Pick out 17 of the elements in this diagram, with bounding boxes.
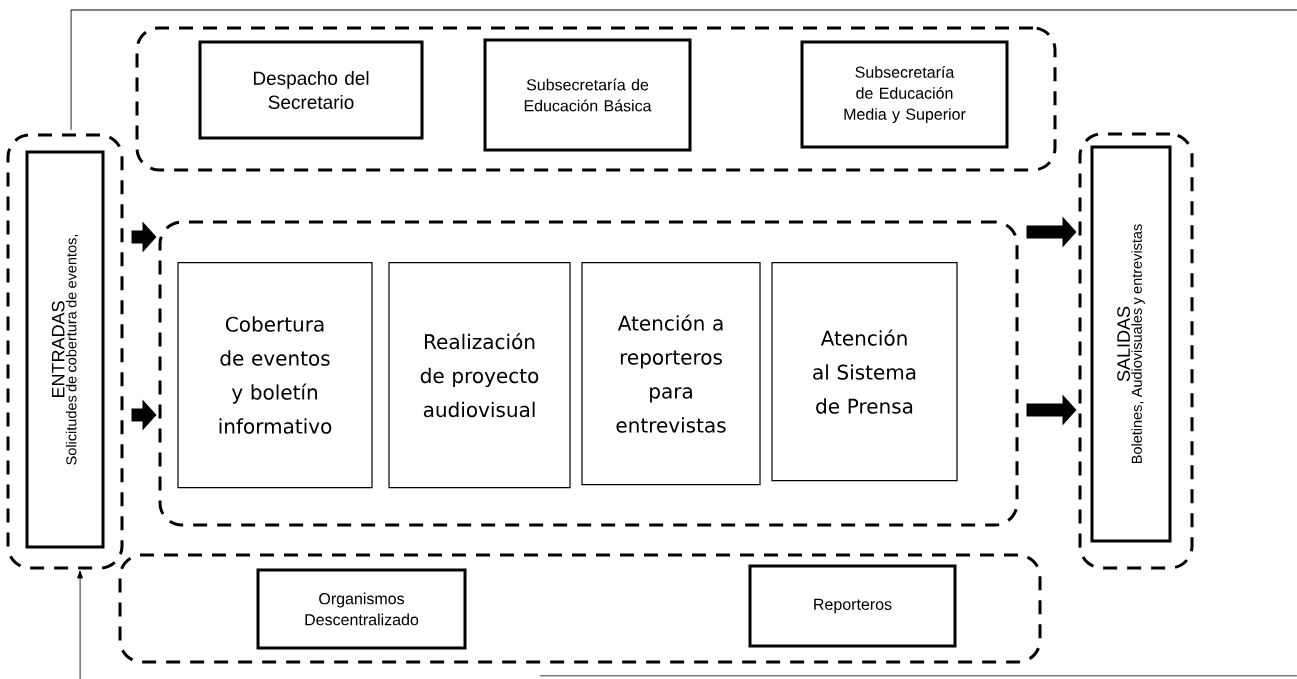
process-box: Atención al Sistema de Prensa: [771, 262, 958, 482]
process-box: Cobertura de eventos y boletín informativo: [177, 262, 373, 489]
unit-box: Organismos Descentralizado: [256, 568, 467, 650]
process-box: Realización de proyecto audiovisual: [388, 262, 571, 489]
dashed-group: [6, 133, 124, 570]
io-box: ENTRADAS Solicitudes de cobertura de eventos,: [25, 150, 105, 549]
process-box: Atención a reporteros para entrevistas: [581, 262, 761, 486]
dashed-group: [135, 26, 1057, 172]
unit-box: Subsecretaría de Educación Básica: [483, 38, 692, 152]
dashed-group: [1078, 132, 1194, 570]
unit-box: Despacho del Secretario: [198, 40, 424, 140]
unit-box: Subsecretaría de Educación Media y Superior: [800, 40, 1009, 149]
io-box: SALIDAS Boletines, Audiovisuales y entrevistas: [1090, 145, 1172, 543]
dashed-group: [118, 553, 1042, 664]
unit-box: Reporteros: [748, 564, 957, 648]
dashed-group: [158, 220, 1019, 527]
block-arrow: [77, 570, 83, 679]
